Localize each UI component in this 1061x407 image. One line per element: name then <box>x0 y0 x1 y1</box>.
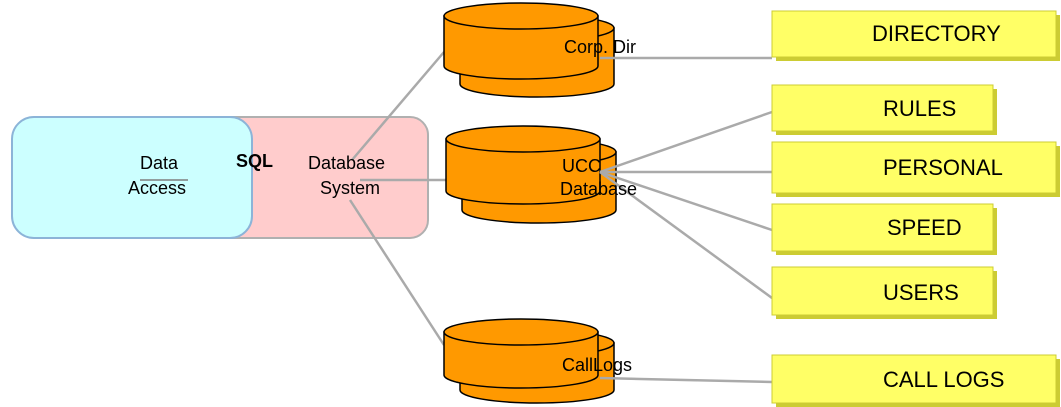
connector-ucc-to-users <box>599 170 773 300</box>
calllogs-database <box>443 318 615 404</box>
speed-table-box <box>771 203 994 252</box>
directory-table-label: DIRECTORY <box>872 21 1001 46</box>
connector-to-calllogs <box>348 199 446 346</box>
table-boxes <box>771 10 1060 407</box>
call-logs-table-box <box>771 354 1057 404</box>
connector-ucc-to-speed <box>599 170 773 232</box>
connector-ucc-to-rules <box>599 110 773 174</box>
corp-dir-database <box>443 2 615 98</box>
connector-calllogs-to-call-logs <box>599 376 773 384</box>
ucc-database <box>445 125 617 224</box>
rules-table-box <box>771 84 994 132</box>
rules-table-label: RULES <box>883 96 957 121</box>
table-connectors <box>599 56 773 384</box>
personal-table-label: PERSONAL <box>883 155 1003 180</box>
speed-table-label: SPEED <box>887 215 962 240</box>
data-access-label-line2: Access <box>128 178 187 198</box>
sql-label: SQL <box>236 151 274 171</box>
personal-table-box <box>771 141 1057 194</box>
ucc-label-line1: UCC <box>562 156 601 176</box>
users-table-box <box>771 266 994 316</box>
ucc-label-line2: Database <box>560 179 638 199</box>
users-table-label: USERS <box>883 280 959 305</box>
call-logs-table-label: CALL LOGS <box>883 367 1005 392</box>
calllogs-label: CallLogs <box>562 355 633 375</box>
data-access-box <box>11 116 253 239</box>
database-system-label-line2: System <box>320 178 381 198</box>
data-access-label-line1: Data <box>140 153 179 173</box>
connector-to-corp-dir <box>351 51 445 161</box>
database-system-label-line1: Database <box>308 153 386 173</box>
corp-dir-label: Corp. Dir <box>564 37 637 57</box>
directory-table-box <box>771 10 1057 58</box>
system-connectors <box>348 51 446 346</box>
